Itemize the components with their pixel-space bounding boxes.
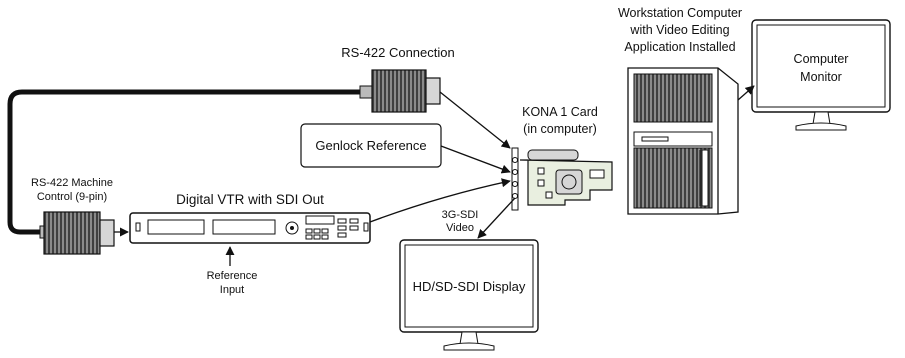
computer-monitor-label: Computer Monitor (794, 52, 849, 84)
sdi-display-label: HD/SD-SDI Display (413, 279, 526, 294)
kona-card-icon (511, 147, 613, 211)
svg-text:with Video Editing: with Video Editing (629, 23, 729, 37)
arrow-vtr-to-card (369, 178, 511, 223)
arrow-genlock-to-card (440, 145, 511, 174)
svg-text:3G-SDI: 3G-SDI (442, 209, 479, 221)
workstation-tower-icon (627, 67, 739, 215)
arrow-tower-to-monitor (737, 85, 755, 101)
svg-text:(in computer): (in computer) (523, 122, 597, 136)
arrow-card-to-display (477, 197, 516, 239)
digital-vtr-label: Digital VTR with SDI Out (176, 192, 324, 207)
rs422-connection-label: RS-422 Connection (341, 45, 454, 60)
sdi-display-icon (399, 239, 539, 351)
svg-text:Monitor: Monitor (800, 70, 842, 84)
computer-monitor-icon (751, 19, 891, 131)
kona-card-label: KONA 1 Card (in computer) (522, 105, 598, 136)
sdi-video-label: 3G-SDI Video (442, 209, 479, 234)
genlock-box (300, 123, 442, 168)
rs422-machine-control-label: RS-422 Machine Control (9-pin) (31, 177, 113, 203)
rs422-connector-top (359, 69, 441, 113)
svg-text:Input: Input (220, 284, 244, 296)
rs422-cable (7, 89, 372, 235)
svg-text:Application Installed: Application Installed (624, 40, 735, 54)
workstation-label: Workstation Computer with Video Editing … (618, 6, 742, 54)
arrow-rs422-to-card (439, 91, 511, 149)
svg-text:KONA 1 Card: KONA 1 Card (522, 105, 598, 119)
svg-text:Control (9-pin): Control (9-pin) (37, 191, 107, 203)
svg-text:Computer: Computer (794, 52, 849, 66)
reference-input-label: Reference Input (207, 270, 258, 296)
svg-text:Reference: Reference (207, 270, 258, 282)
digital-vtr (129, 212, 371, 244)
svg-text:Video: Video (446, 222, 474, 234)
svg-text:RS-422 Machine: RS-422 Machine (31, 177, 113, 189)
genlock-reference-label: Genlock Reference (315, 138, 426, 153)
rs422-connector-bottom (39, 211, 115, 255)
svg-text:Workstation Computer: Workstation Computer (618, 6, 742, 20)
